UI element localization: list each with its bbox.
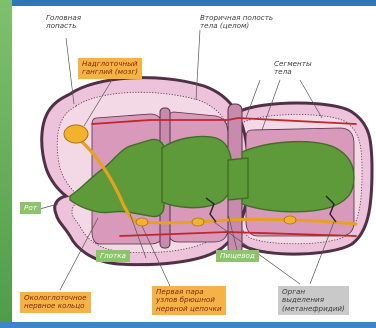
midgut-shape <box>242 142 354 212</box>
label-secondary-cavity: Вторичная полость тела (целом) <box>200 14 273 31</box>
tag-supraesophageal-ganglion: Надглоточный ганглий (мозг) <box>78 58 142 79</box>
gut-connector <box>228 158 248 200</box>
tag-ventral-ganglia: Первая пара узлов брюшной нервной цепочк… <box>152 286 226 315</box>
tag-esophagus: Пищевод <box>216 250 259 262</box>
supraesophageal-ganglion-shape <box>64 125 88 143</box>
ventral-ganglion-2 <box>192 218 204 226</box>
esophagus-shape <box>162 136 232 207</box>
tag-mouth: Рот <box>20 202 41 214</box>
ventral-ganglion-3 <box>284 216 296 224</box>
label-head-lobe: Головная лопасть <box>46 14 81 31</box>
tag-circumesophageal-ring: Окологлоточное нервное кольцо <box>20 292 91 313</box>
tag-pharynx: Глотка <box>96 250 130 262</box>
tag-excretory-organ: Орган выделения (метанефридий) <box>278 286 349 315</box>
label-segments: Сегменты тела <box>274 60 312 77</box>
ventral-ganglion-1 <box>136 218 148 226</box>
